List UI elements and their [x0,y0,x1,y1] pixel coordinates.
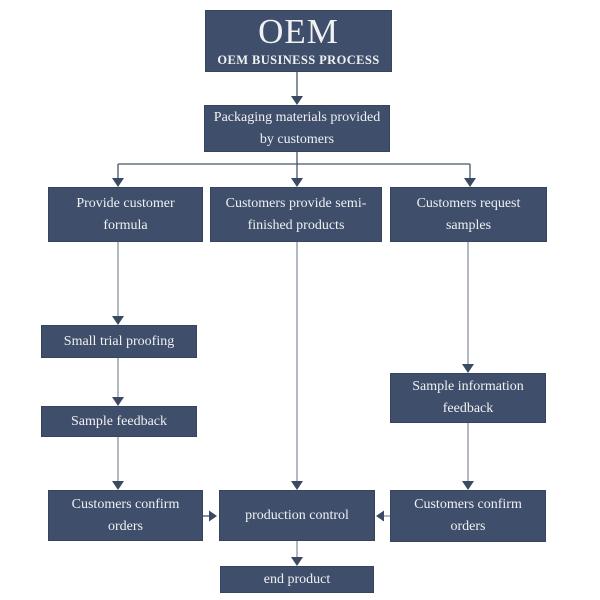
arrow-production-to-end-product [291,541,303,566]
oem-heading: OEM [258,12,339,52]
node-label: Customers provide semi-finished products [225,195,367,233]
node-label: production control [245,507,349,523]
node-sample-information-feedback: Sample information feedback [390,373,546,423]
arrow-oem-to-packaging [291,72,303,105]
branch-packaging-fanout [112,152,476,187]
arrow-formula-to-trial [112,242,124,325]
node-semi-finished-products: Customers provide semi-finished products [210,187,382,242]
node-customers-request-samples: Customers request samples [390,187,547,242]
node-label: Customers request samples [416,195,521,233]
node-customers-confirm-orders-left: Customers confirm orders [48,490,203,541]
arrow-sample-info-to-confirm-right [462,423,474,490]
arrow-semi-to-production [291,242,303,490]
node-label: Sample feedback [70,413,167,429]
arrow-confirm-left-to-production [203,510,217,522]
node-provide-customer-formula: Provide customer formula [48,187,203,242]
node-label: Sample information feedback [412,379,524,416]
arrow-trial-to-feedback [112,358,124,406]
arrow-feedback-to-confirm-left [112,437,124,490]
node-label: Provide customer formula [76,195,175,233]
node-sample-feedback: Sample feedback [41,406,197,437]
node-packaging-materials: Packaging materials provided by customer… [204,105,390,152]
arrow-request-to-sample-info [462,242,474,373]
node-oem-title: OEM OEM BUSINESS PROCESS [205,10,392,72]
node-label: Customers confirm orders [71,496,180,534]
arrow-confirm-right-to-production [376,510,390,522]
node-label: Small trial proofing [63,333,175,349]
node-small-trial-proofing: Small trial proofing [41,325,197,358]
node-label: Customers confirm orders [414,497,522,534]
node-label: Packaging materials provided by customer… [213,109,381,147]
node-production-control: production control [219,490,375,541]
node-label: end product [263,571,331,587]
node-customers-confirm-orders-right: Customers confirm orders [390,490,546,542]
node-end-product: end product [220,566,374,593]
oem-subheading: OEM BUSINESS PROCESS [217,52,380,67]
